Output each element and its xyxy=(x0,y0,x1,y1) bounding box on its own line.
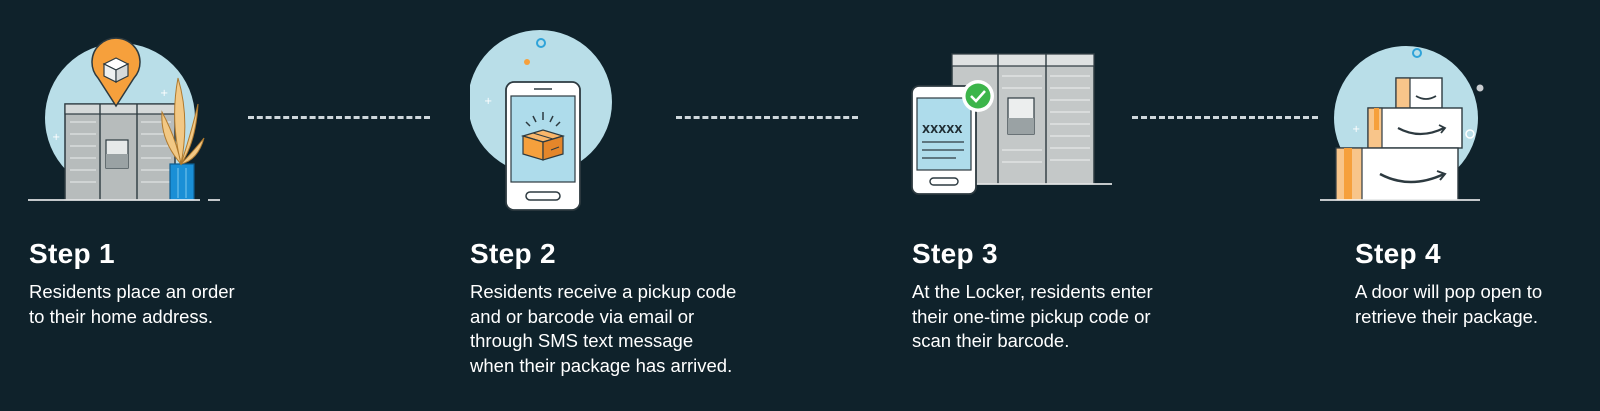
connector-line-2 xyxy=(676,116,858,119)
step-1-title: Step 1 xyxy=(29,238,115,269)
svg-text:+: + xyxy=(160,88,168,99)
step-1-line: to their home address. xyxy=(29,305,214,327)
locker-code-icon: XXXXX xyxy=(911,53,1112,195)
step-3-title: Step 3 xyxy=(912,238,998,269)
step-2-title: Step 2 xyxy=(470,238,556,269)
svg-text:+: + xyxy=(484,96,492,107)
step-3-line: At the Locker, residents enter xyxy=(912,281,1153,302)
step-1-description: Residents place an order to their home a… xyxy=(29,280,235,329)
connector-line-3 xyxy=(1132,116,1318,119)
step-2-line: when their package has arrived. xyxy=(470,354,733,376)
packages-icon: + xyxy=(1320,46,1484,201)
step-4-line: retrieve their package. xyxy=(1355,305,1539,327)
step-4: Step 4 A door will pop open to retrieve … xyxy=(1355,238,1542,329)
step-2-line: through SMS text message xyxy=(470,330,694,351)
phone-notification-icon: + xyxy=(470,30,612,211)
step-4-title: Step 4 xyxy=(1355,238,1441,269)
step-3-line: their one-time pickup code or xyxy=(912,305,1151,327)
locker-location-icon: + + xyxy=(28,37,220,201)
step-3-line: scan their barcode. xyxy=(912,330,1070,351)
pickup-code-text: XXXXX xyxy=(922,124,962,136)
svg-text:+: + xyxy=(1352,124,1360,135)
step-3-description: At the Locker, residents enter their one… xyxy=(912,280,1153,354)
step-2-description: Residents receive a pickup code and or b… xyxy=(470,280,736,378)
step-4-description: A door will pop open to retrieve their p… xyxy=(1355,280,1542,329)
step-2: Step 2 Residents receive a pickup code a… xyxy=(470,238,736,378)
step-3: Step 3 At the Locker, residents enter th… xyxy=(912,238,1153,354)
step-4-line: A door will pop open to xyxy=(1355,281,1543,302)
svg-text:+: + xyxy=(52,132,60,143)
step-2-line: Residents receive a pickup code xyxy=(470,281,737,302)
connector-line-1 xyxy=(248,116,430,119)
step-1: Step 1 Residents place an order to their… xyxy=(29,238,235,329)
step-1-line: Residents place an order xyxy=(29,281,235,302)
step-2-line: and or barcode via email or xyxy=(470,305,695,327)
